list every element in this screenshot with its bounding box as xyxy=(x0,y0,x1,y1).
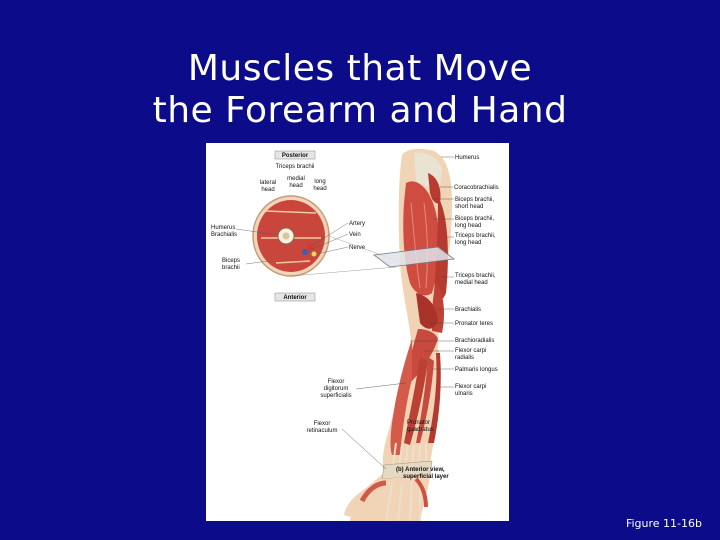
long-head-label: head xyxy=(313,186,326,192)
triceps-medial-label-1: Triceps brachii, xyxy=(455,273,496,279)
view-caption-2: superficial layer xyxy=(403,474,449,480)
posterior-label: Posterior xyxy=(282,153,309,159)
right-labels: Humerus Coracobrachialis Biceps brachii,… xyxy=(405,155,499,434)
pq-label-2: quadratus xyxy=(407,427,434,433)
fr-label-2: retinaculum xyxy=(306,428,337,434)
nerve-label: Nerve xyxy=(349,245,366,251)
artery-label: Artery xyxy=(349,221,365,227)
triceps-long-label-1: Triceps brachii, xyxy=(455,233,496,239)
triceps-long-label-2: long head xyxy=(455,240,481,246)
brachioradialis-label: Brachioradialis xyxy=(455,338,494,344)
figure-caption: Figure 11-16b xyxy=(625,517,702,530)
cs-brachii-label: brachii xyxy=(222,265,240,271)
anatomy-figure: Posterior Triceps brachii lateral head m… xyxy=(206,143,509,521)
cs-brachialis-label: Brachialis xyxy=(211,232,237,238)
medial-label: medial xyxy=(287,176,305,182)
lateral-head-label: head xyxy=(261,187,274,193)
slide-title: Muscles that Move the Forearm and Hand xyxy=(0,48,720,132)
cs-biceps-label: Biceps xyxy=(222,258,240,264)
fds-label-1: Flexor xyxy=(328,379,345,385)
fcu-label-2: ulnaris xyxy=(455,391,473,397)
biceps-short-label-2: short head xyxy=(455,204,483,210)
brachialis-label: Brachialis xyxy=(455,307,481,313)
pronator-teres-label: Pronator teres xyxy=(455,321,493,327)
biceps-long-label-2: long head xyxy=(455,223,481,229)
humerus-label: Humerus xyxy=(455,155,479,161)
fcu-label-1: Flexor carpi xyxy=(455,384,486,390)
pq-label-1: Pronator xyxy=(407,420,430,426)
triceps-medial-label-2: medial head xyxy=(455,280,488,286)
forearm-illustration: Posterior Triceps brachii lateral head m… xyxy=(211,148,499,521)
view-caption-1: (b) Anterior view, xyxy=(396,467,445,473)
long-label: long xyxy=(314,179,325,185)
coracobrachialis-label: Coracobrachialis xyxy=(454,185,499,191)
vein-label: Vein xyxy=(349,232,361,238)
fcr-label-2: radialis xyxy=(455,355,474,361)
anterior-label: Anterior xyxy=(283,295,307,301)
title-line-2: the Forearm and Hand xyxy=(152,90,568,131)
left-labels: Flexor digitorum superficialis Flexor re… xyxy=(306,379,407,470)
fcr-label-1: Flexor carpi xyxy=(455,348,486,354)
triceps-label: Triceps brachii xyxy=(276,164,315,170)
biceps-short-label-1: Biceps brachii, xyxy=(455,197,494,203)
fds-label-2: digitorum xyxy=(324,386,349,392)
palmaris-label: Palmaris longus xyxy=(455,367,498,373)
fr-label-1: Flexor xyxy=(314,421,331,427)
title-line-1: Muscles that Move xyxy=(187,48,533,89)
arm-drawing xyxy=(344,148,456,521)
biceps-long-label-1: Biceps brachii, xyxy=(455,216,494,222)
medial-head-label: head xyxy=(289,183,302,189)
fds-label-3: superficialis xyxy=(320,393,351,399)
cs-humerus-label: Humerus xyxy=(211,225,235,231)
lateral-label: lateral xyxy=(260,180,276,186)
arm-cross-section: Posterior Triceps brachii lateral head m… xyxy=(211,150,399,302)
